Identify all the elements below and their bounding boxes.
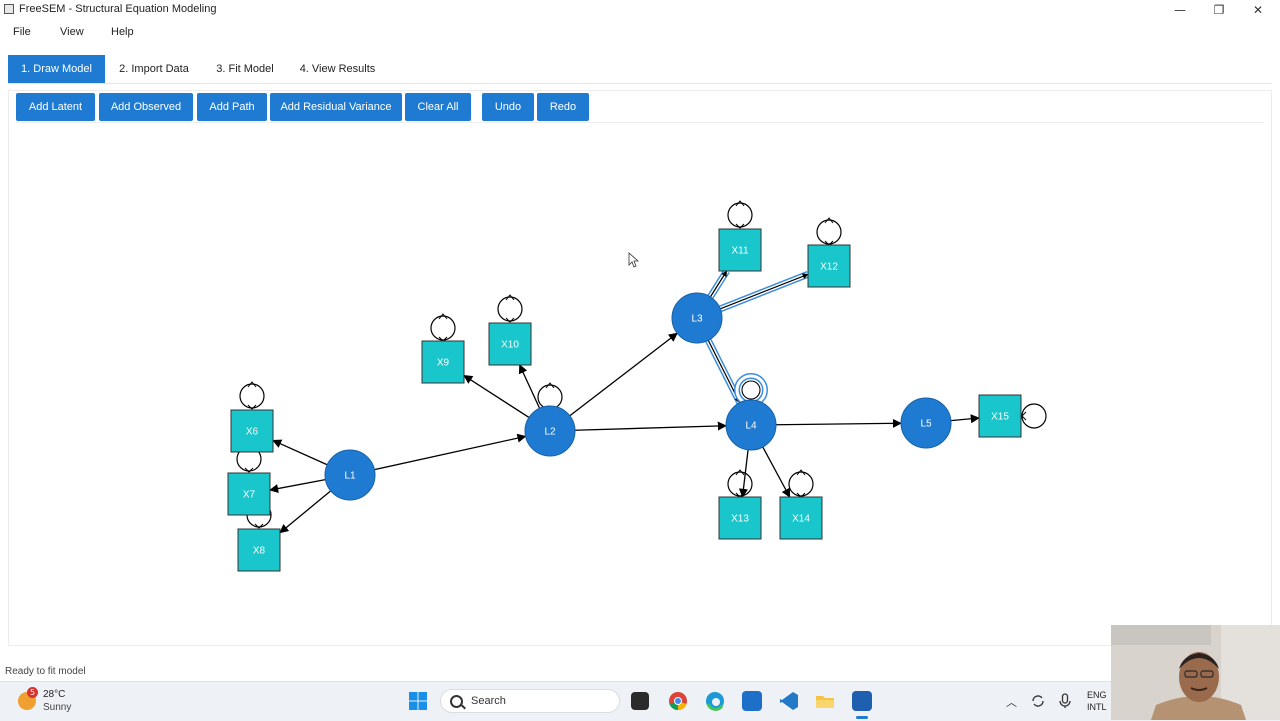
weather-condition: Sunny (43, 702, 72, 713)
observed-node-x11[interactable]: X11 (718, 228, 762, 272)
tab-view-results[interactable]: 4. View Results (291, 55, 384, 83)
task-view-icon[interactable] (631, 692, 649, 710)
redo-button[interactable]: Redo (537, 93, 589, 121)
latent-node-l4[interactable]: L4 (725, 399, 777, 451)
add-observed-button[interactable]: Add Observed (99, 93, 193, 121)
observed-label: X14 (792, 514, 810, 525)
add-path-button[interactable]: Add Path (197, 93, 267, 121)
observed-node-x6[interactable]: X6 (230, 409, 274, 453)
maximize-button[interactable]: ❐ (1200, 0, 1238, 20)
windows-start-icon[interactable] (408, 691, 428, 711)
observed-node-x15[interactable]: X15 (978, 394, 1022, 438)
tab-import-data[interactable]: 2. Import Data (108, 55, 200, 83)
app-icon (4, 4, 14, 14)
latent-node-l5[interactable]: L5 (900, 397, 952, 449)
latent-label: L1 (344, 471, 356, 482)
observed-label: X6 (246, 427, 259, 438)
menu-file[interactable]: File (13, 26, 31, 38)
chrome-icon[interactable] (668, 691, 688, 711)
observed-label: X8 (253, 546, 266, 557)
latent-node-l3[interactable]: L3 (671, 292, 723, 344)
observed-label: X11 (731, 246, 748, 257)
weather-badge: 5 (27, 687, 38, 698)
latent-node-l1[interactable]: L1 (324, 449, 376, 501)
observed-label: X10 (501, 340, 519, 351)
search-icon (450, 695, 463, 708)
observed-label: X13 (731, 514, 749, 525)
store-icon[interactable] (742, 691, 762, 711)
observed-node-x12[interactable]: X12 (807, 244, 851, 288)
close-icon: ✕ (1252, 3, 1264, 17)
edge-icon[interactable] (705, 691, 725, 711)
sync-icon[interactable] (1030, 693, 1046, 709)
tab-draw-model[interactable]: 1. Draw Model (8, 55, 105, 83)
taskbar: 5 28°C Sunny Search ︿ ENG INTL (0, 681, 1280, 721)
tray-overflow-icon[interactable]: ︿ (1006, 697, 1017, 709)
keyboard-layout: INTL (1087, 702, 1107, 712)
menu-view[interactable]: View (60, 26, 84, 38)
minimize-button[interactable]: — (1161, 0, 1199, 20)
webcam-overlay (1111, 625, 1280, 720)
search-label: Search (471, 695, 506, 707)
minimize-icon: — (1174, 3, 1186, 17)
close-button[interactable]: ✕ (1239, 0, 1277, 20)
observed-node-x9[interactable]: X9 (421, 340, 465, 384)
add-residual-variance-button[interactable]: Add Residual Variance (270, 93, 402, 121)
observed-node-x13[interactable]: X13 (718, 496, 762, 540)
latent-label: L4 (745, 421, 757, 432)
language-code: ENG (1087, 690, 1107, 700)
undo-button[interactable]: Undo (482, 93, 534, 121)
status-bar: Ready to fit model (5, 666, 86, 677)
language-indicator[interactable]: ENG INTL (1087, 689, 1107, 713)
observed-node-x8[interactable]: X8 (237, 528, 281, 572)
latent-label: L3 (691, 314, 703, 325)
tab-fit-model[interactable]: 3. Fit Model (205, 55, 285, 83)
freesem-app-icon[interactable] (852, 691, 872, 711)
toolbar-separator (16, 122, 1264, 123)
observed-node-x7[interactable]: X7 (227, 472, 271, 516)
tab-divider (8, 83, 1272, 84)
observed-label: X12 (820, 262, 838, 273)
draw-panel (8, 90, 1272, 646)
observed-node-x10[interactable]: X10 (488, 322, 532, 366)
restore-icon: ❐ (1213, 3, 1225, 17)
title-bar: FreeSEM - Structural Equation Modeling —… (0, 0, 1280, 20)
taskbar-search[interactable]: Search (440, 689, 620, 713)
presenter-video (1111, 625, 1280, 720)
latent-label: L5 (920, 419, 932, 430)
add-latent-button[interactable]: Add Latent (16, 93, 95, 121)
active-app-indicator (856, 716, 868, 719)
latent-node-l2[interactable]: L2 (524, 405, 576, 457)
menu-help[interactable]: Help (111, 26, 134, 38)
window-title: FreeSEM - Structural Equation Modeling (19, 3, 217, 15)
clear-all-button[interactable]: Clear All (405, 93, 471, 121)
weather-temperature: 28°C (43, 689, 66, 700)
vscode-icon[interactable] (779, 691, 799, 711)
observed-node-x14[interactable]: X14 (779, 496, 823, 540)
latent-label: L2 (544, 427, 556, 438)
observed-label: X15 (991, 412, 1009, 423)
observed-label: X7 (243, 490, 256, 501)
microphone-icon[interactable] (1058, 693, 1072, 709)
file-explorer-icon[interactable] (815, 691, 835, 711)
observed-label: X9 (437, 358, 450, 369)
